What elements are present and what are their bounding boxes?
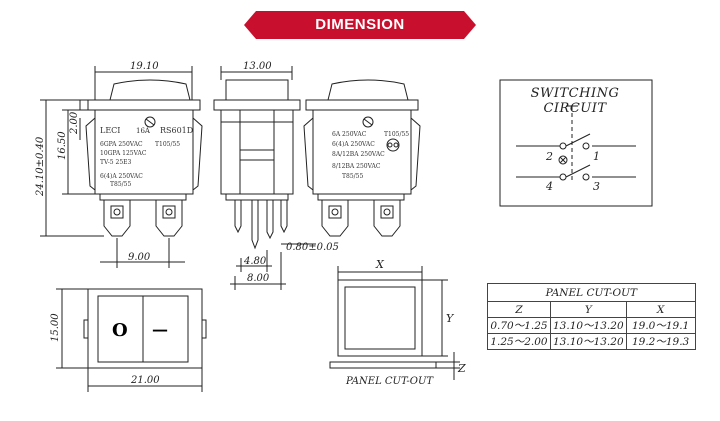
switching-circuit-title: SWITCHING CIRCUIT: [530, 86, 620, 116]
table-cell: 19.0～19.1: [625, 317, 696, 334]
front-rating-2: 10GPA 125VAC: [100, 150, 147, 157]
table-cell: 1.25～2.00: [487, 333, 551, 350]
front-rating-extra: 6(4)A 250VAC: [100, 173, 143, 180]
terminal-4: 4: [545, 180, 553, 193]
front-face-view: [56, 288, 207, 392]
terminal-3: 3: [593, 180, 600, 193]
front-model: RS601D: [160, 126, 193, 135]
dim-side-width: 13.00: [243, 61, 272, 72]
off-symbol: O: [112, 320, 128, 341]
switching-circuit-diagram: [499, 79, 653, 207]
front-part: 16A: [136, 127, 151, 135]
dim-front-width: 21.00: [130, 375, 160, 386]
back-temp: T105/55: [384, 131, 409, 138]
front-rating-1: 6GPA 250VAC: [100, 141, 143, 148]
back-rating-4: 8/12BA 250VAC: [332, 163, 381, 170]
front-side-view: [40, 66, 203, 268]
banner-shape: [244, 11, 476, 39]
cutout-caption: PANEL CUT-OUT: [345, 376, 434, 387]
table-cell: 19.2～19.3: [625, 333, 696, 350]
front-brand: LECI: [100, 126, 120, 135]
back-temp-2: T85/55: [342, 173, 363, 180]
table-header-x: X: [625, 301, 696, 318]
on-symbol: —: [152, 320, 168, 339]
back-rating-2: 6(4)A 250VAC: [332, 141, 375, 148]
table-cell: 13.10～13.20: [550, 333, 627, 350]
table-header-z: Z: [487, 301, 551, 318]
back-view: [303, 79, 421, 237]
cutout-z-label: Z: [457, 362, 466, 375]
dim-total-height: 24.10±0.40: [35, 136, 46, 197]
cutout-y-label: Y: [446, 312, 455, 325]
dim-top-width: 19.10: [130, 61, 159, 72]
dim-front-height: 15.00: [50, 313, 61, 342]
table-title: PANEL CUT-OUT: [487, 283, 696, 302]
terminal-2: 2: [545, 150, 553, 163]
table-row: 0.70～1.25 13.10～13.20 19.0～19.1: [487, 317, 696, 334]
banner-title: DIMENSION: [315, 16, 405, 33]
side-view: [213, 66, 316, 290]
table-header-y: Y: [550, 301, 627, 318]
back-rating-1: 6A 250VAC: [332, 131, 367, 138]
front-temp: T105/55: [155, 141, 180, 148]
dim-rocker-height: 2.00: [69, 111, 80, 135]
table-row: 1.25～2.00 13.10～13.20 19.2～19.3: [487, 333, 696, 350]
dim-terminal-thickness: 0.80±0.05: [286, 242, 339, 253]
dim-terminal-spacing: 9.00: [128, 252, 151, 263]
back-rating-3: 8A/12BA 250VAC: [332, 151, 385, 158]
section-banner: DIMENSION: [244, 11, 476, 39]
dim-terminal-pitch: 4.80: [243, 256, 267, 267]
panel-cutout-table: PANEL CUT-OUT Z Y X 0.70～1.25 13.10～13.2…: [487, 283, 696, 350]
front-rating-extra-sub: T85/55: [110, 181, 131, 188]
dim-terminal-span: 8.00: [247, 273, 270, 284]
front-rating-3: TV-5 25E3: [100, 159, 132, 166]
cutout-x-label: X: [375, 258, 385, 271]
table-cell: 0.70～1.25: [487, 317, 551, 334]
table-cell: 13.10～13.20: [550, 317, 627, 334]
panel-cutout-drawing: [329, 266, 460, 380]
dim-body-height: 16.50: [57, 131, 68, 160]
terminal-1: 1: [593, 150, 600, 163]
